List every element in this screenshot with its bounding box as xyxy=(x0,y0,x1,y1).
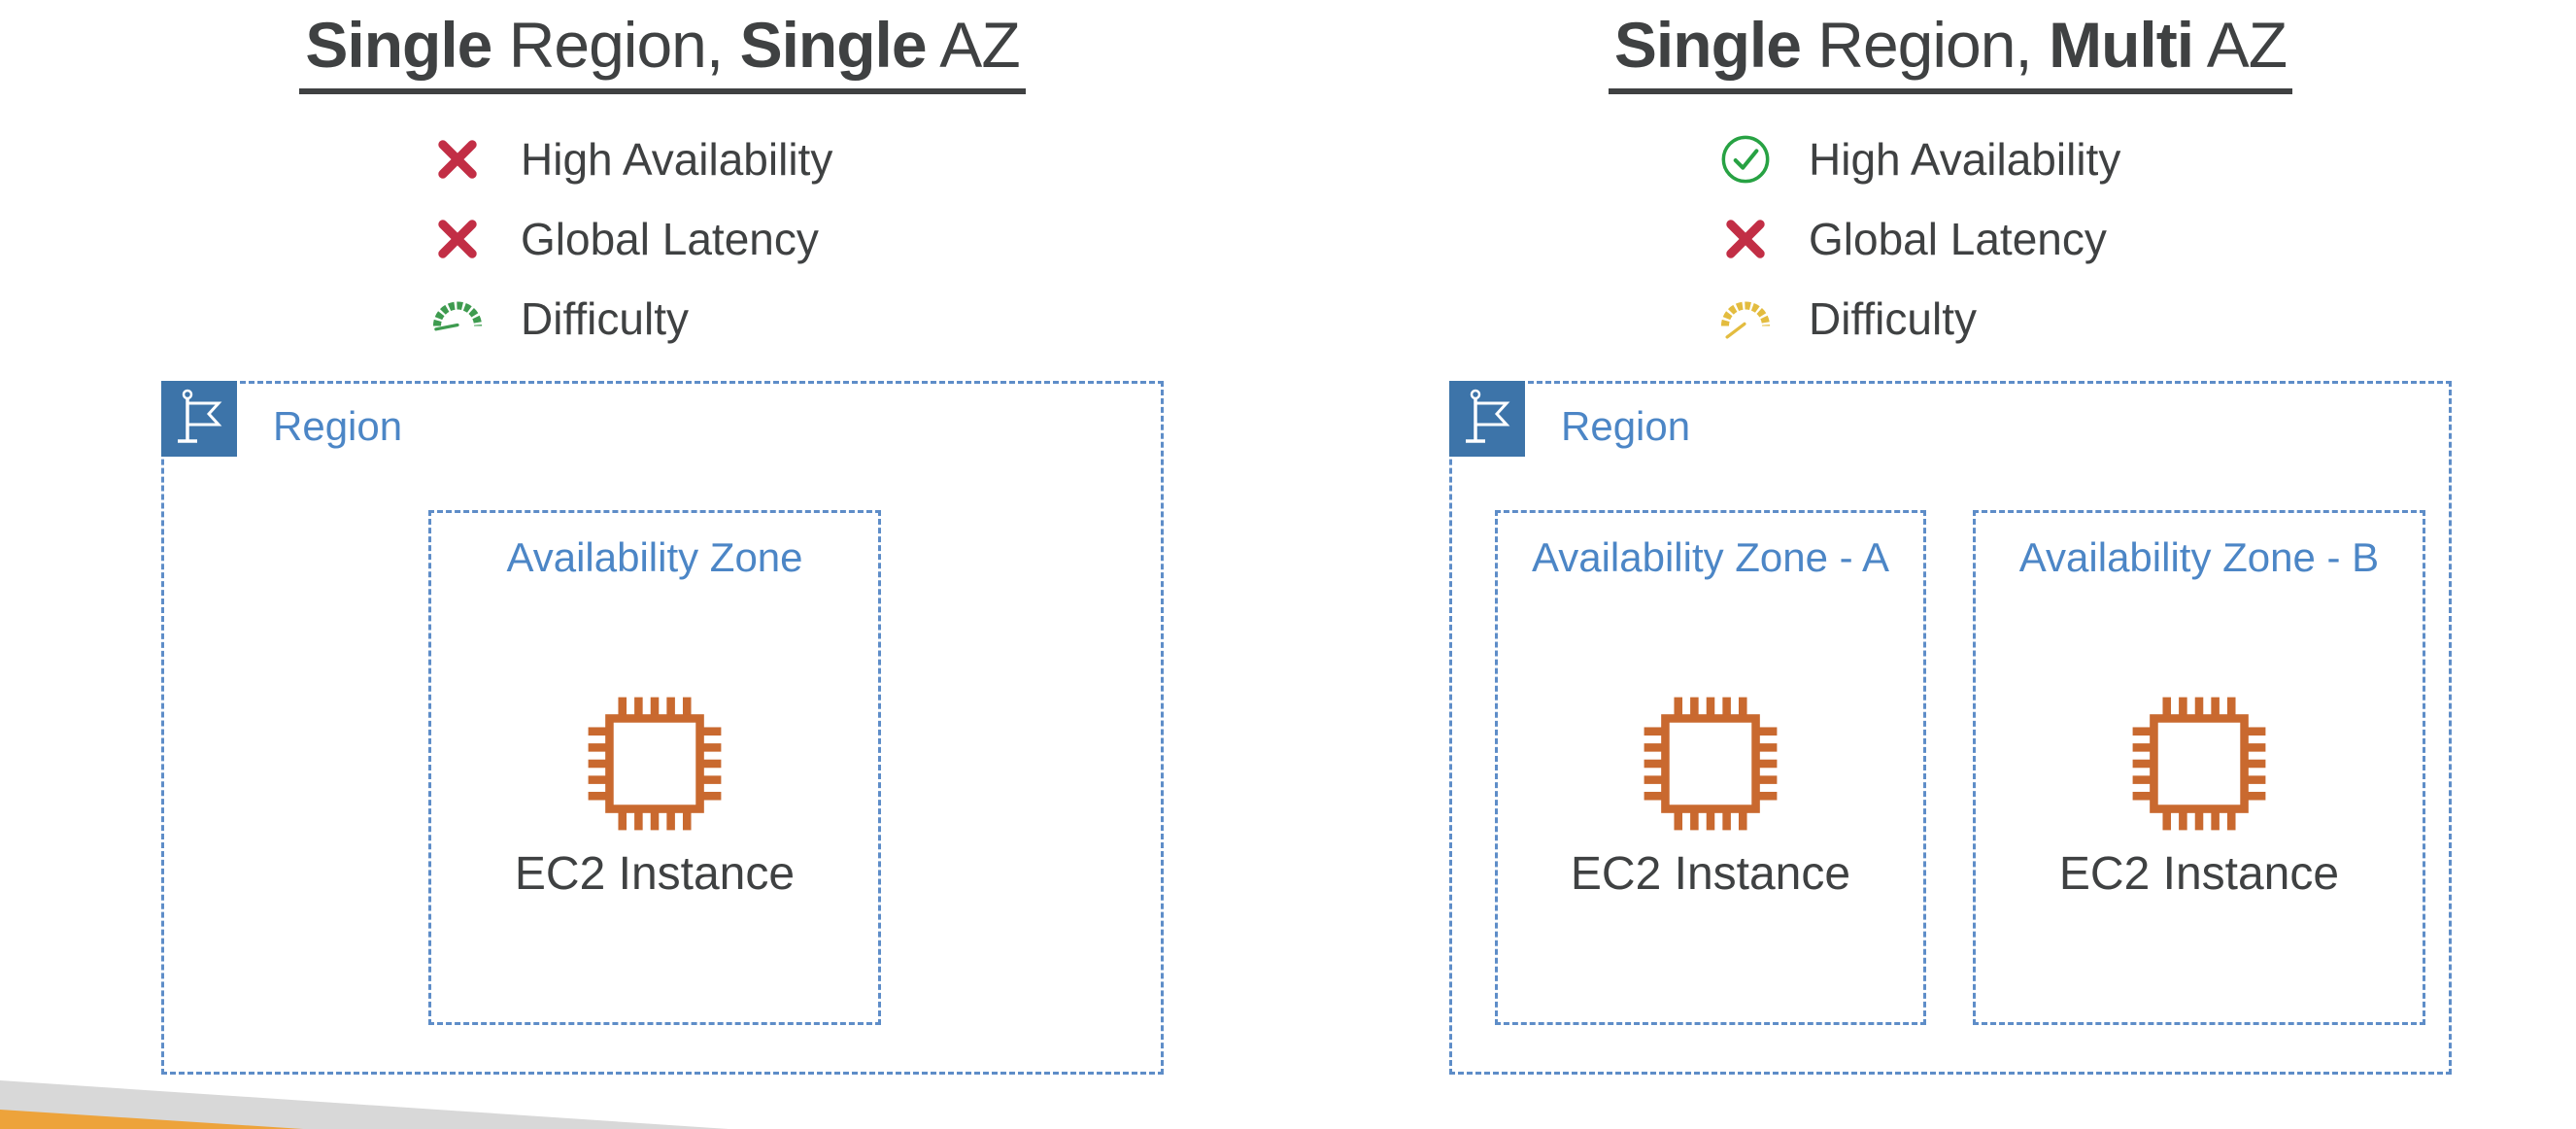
title-segment: Single xyxy=(739,9,928,81)
cross-icon xyxy=(431,213,484,265)
region-box: Region Availability Zone EC2 Instance xyxy=(161,381,1164,1075)
title-segment: Multi xyxy=(2049,9,2194,81)
panel-title: Single Region, Single AZ xyxy=(161,6,1164,94)
panel-title-text: Single Region, Single AZ xyxy=(299,6,1026,94)
ec2-instance: EC2 Instance xyxy=(431,690,878,901)
feature-row: Difficulty xyxy=(431,291,832,346)
gauge-low-icon xyxy=(431,292,484,345)
region-flag-icon xyxy=(1449,381,1525,457)
architecture-panel: Single Region, Multi AZ High Availabilit… xyxy=(1288,0,2576,1129)
feature-label: Difficulty xyxy=(1809,293,1977,344)
availability-zone-label: Availability Zone - A xyxy=(1531,534,1890,580)
cross-icon xyxy=(1719,213,1772,265)
feature-label: High Availability xyxy=(1809,134,2121,185)
availability-zone-box: Availability Zone - A EC2 Instance xyxy=(1495,510,1926,1025)
title-segment: AZ xyxy=(926,9,1020,81)
ec2-instance: EC2 Instance xyxy=(1976,690,2423,901)
availability-zone-box: Availability Zone EC2 Instance xyxy=(428,510,881,1025)
panel-title-text: Single Region, Multi AZ xyxy=(1608,6,2293,94)
region-label: Region xyxy=(273,403,403,449)
feature-list: High Availability Global Latency Difficu… xyxy=(1719,132,2120,346)
ec2-instance-label: EC2 Instance xyxy=(514,848,796,900)
ec2-chip-icon xyxy=(2125,690,2273,838)
feature-row: Global Latency xyxy=(1719,212,2120,266)
region-box: Region Availability Zone - A EC2 Instanc… xyxy=(1449,381,2452,1075)
feature-row: High Availability xyxy=(1719,132,2120,187)
check-circle-icon xyxy=(1719,133,1772,186)
ec2-instance-label: EC2 Instance xyxy=(1570,848,1851,900)
ec2-chip-icon xyxy=(1637,690,1784,838)
feature-row: Difficulty xyxy=(1719,291,2120,346)
title-segment: Region, xyxy=(491,9,740,81)
feature-row: High Availability xyxy=(431,132,832,187)
feature-row: Global Latency xyxy=(431,212,832,266)
ec2-chip-icon xyxy=(581,690,729,838)
panel-title: Single Region, Multi AZ xyxy=(1449,6,2452,94)
architecture-panel: Single Region, Single AZ High Availabili… xyxy=(161,6,1164,1075)
feature-list: High Availability Global Latency Difficu… xyxy=(431,132,832,346)
title-segment: Single xyxy=(305,9,492,81)
availability-zone-label: Availability Zone - B xyxy=(2018,534,2380,580)
gauge-medium-icon xyxy=(1719,292,1772,345)
availability-zone-box: Availability Zone - B EC2 Instance xyxy=(1973,510,2425,1025)
ec2-instance-label: EC2 Instance xyxy=(2058,848,2340,900)
feature-label: Difficulty xyxy=(521,293,689,344)
ec2-instance: EC2 Instance xyxy=(1498,690,1923,901)
title-segment: AZ xyxy=(2193,9,2288,81)
availability-zone-label: Availability Zone xyxy=(506,534,803,580)
region-flag-icon xyxy=(161,381,237,457)
feature-label: Global Latency xyxy=(1809,214,2107,264)
region-label: Region xyxy=(1561,403,1691,449)
feature-label: Global Latency xyxy=(521,214,819,264)
title-segment: Region, xyxy=(1800,9,2050,81)
feature-label: High Availability xyxy=(521,134,833,185)
cross-icon xyxy=(431,133,484,186)
title-segment: Single xyxy=(1613,9,1802,81)
